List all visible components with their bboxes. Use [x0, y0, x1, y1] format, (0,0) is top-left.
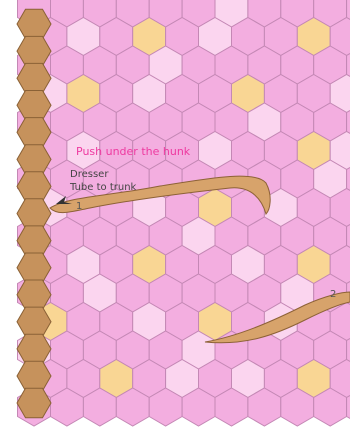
annotation-step-line-2: Tube to trunk [70, 183, 136, 193]
annotation-title: Push under the hunk [76, 146, 190, 157]
annotation-step-line-1: Dresser [70, 170, 108, 180]
marker-2: 2 [330, 290, 336, 300]
marker-1: 1 [76, 202, 82, 212]
